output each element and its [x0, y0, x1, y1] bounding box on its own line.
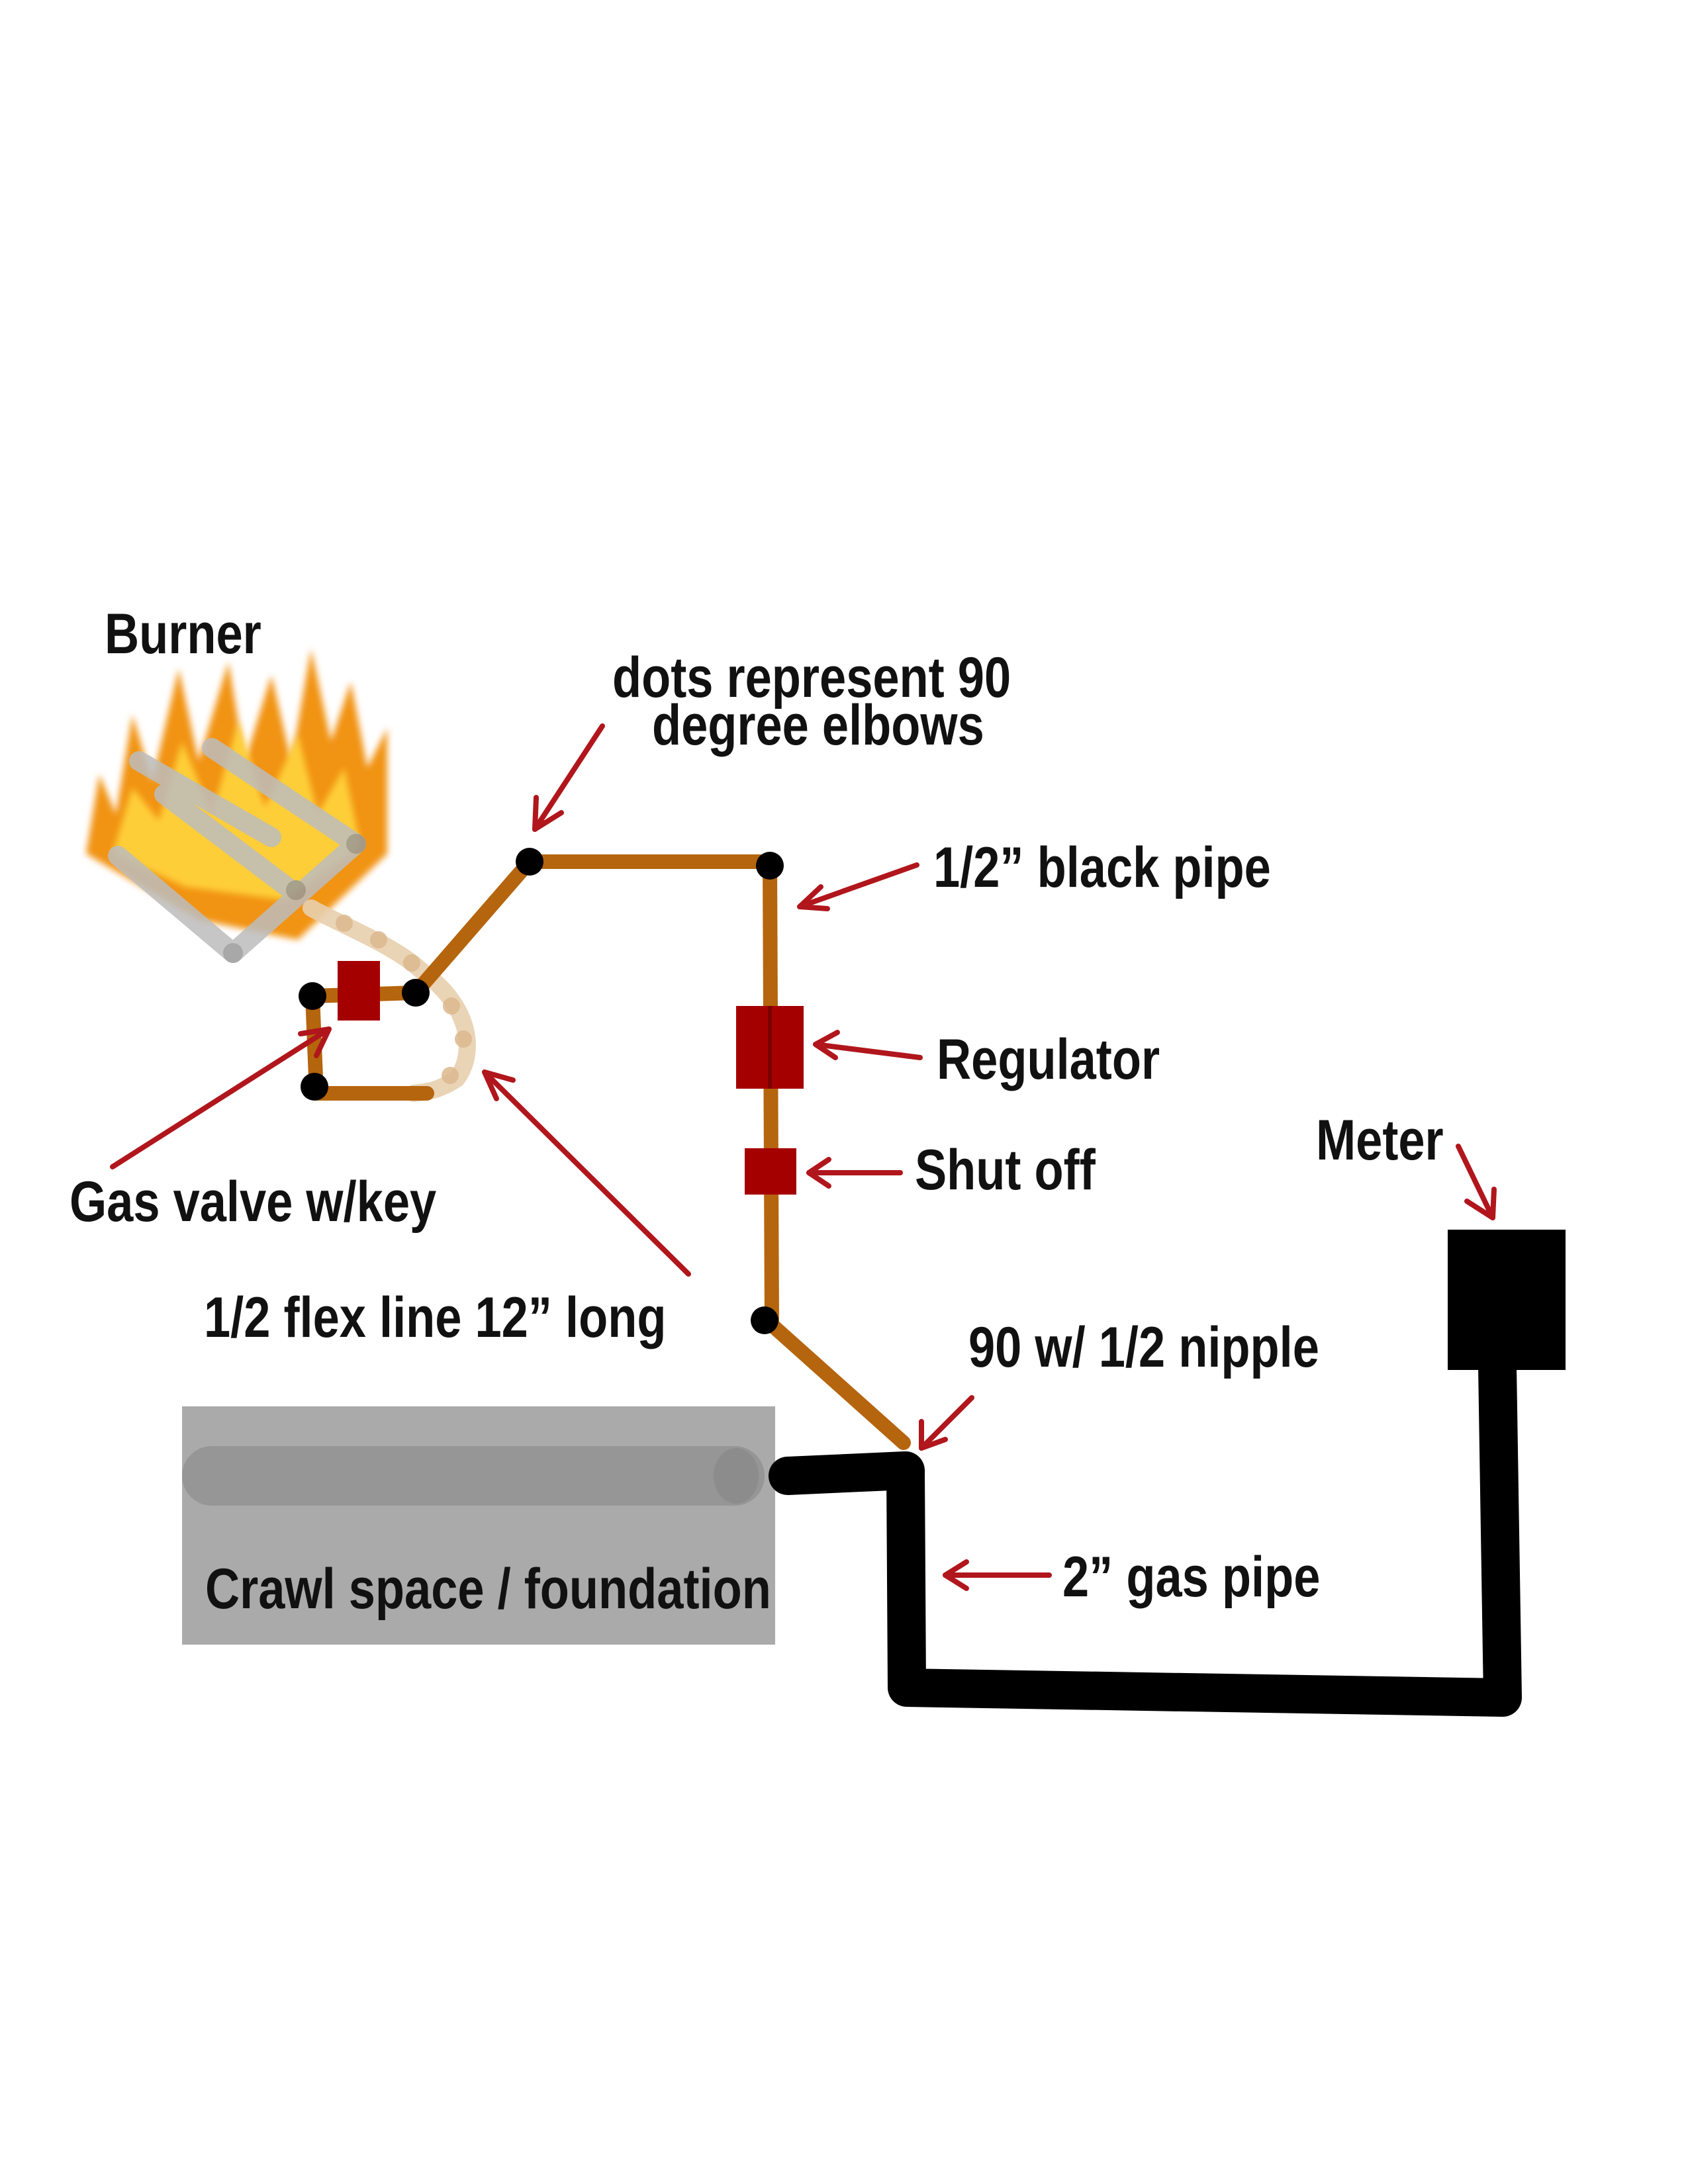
elbows-label-line1: dots represent 90 [612, 645, 1011, 709]
burner-joint [286, 880, 306, 900]
burner-bars [108, 738, 366, 963]
flex-line-label: 1/2 flex line 12” long [204, 1285, 666, 1349]
arrow-black-pipe [797, 862, 919, 911]
burner-bar [202, 738, 366, 854]
arrow-elbows [532, 723, 605, 832]
flame-icon [86, 649, 387, 940]
crawl-space-label: Crawl space / foundation [205, 1557, 771, 1620]
nipple-label: 90 w/ 1/2 nipple [968, 1315, 1319, 1379]
flex-bead [370, 931, 387, 948]
burner-joint [223, 943, 243, 963]
black-pipe-label: 1/2” black pipe [933, 835, 1271, 899]
meter-label: Meter [1316, 1108, 1444, 1171]
flex-bead [403, 954, 420, 972]
shut-off-label: Shut off [915, 1138, 1096, 1201]
elbow-dot [756, 852, 784, 880]
elbow-dot [301, 1073, 328, 1101]
elbow-dots [299, 848, 784, 1334]
burner-label: Burner [105, 602, 261, 665]
elbow-dot [516, 848, 543, 876]
arrow-gas-valve [110, 1026, 332, 1169]
main-gas-pipe [769, 1347, 1522, 1717]
arrow-shut-off [806, 1157, 903, 1189]
arrow-flex-line [482, 1069, 691, 1277]
burner-bar [154, 784, 301, 900]
foundation-pipe-end [714, 1448, 759, 1504]
gas-valve-label: Gas valve w/key [70, 1169, 436, 1233]
elbow-dot [402, 979, 430, 1007]
annotation-arrows [110, 723, 1497, 1591]
gas-valve-icon [338, 961, 380, 1021]
burner-bar [108, 846, 243, 963]
elbows-label-line2: degree elbows [652, 693, 984, 756]
flex-line-beads [336, 915, 472, 1084]
flex-bead [443, 997, 460, 1015]
arrow-regulator [813, 1030, 923, 1060]
crawl-space-foundation: Crawl space / foundation [182, 1406, 775, 1645]
elbow-dot [299, 982, 326, 1010]
regulator-label: Regulator [937, 1027, 1160, 1091]
burner-bar [129, 751, 281, 847]
flex-bead [442, 1067, 459, 1084]
elbow-dot [751, 1306, 778, 1334]
arrow-meter [1456, 1144, 1497, 1220]
flex-bead [336, 915, 353, 932]
shut-off-icon [745, 1148, 796, 1195]
gas-pipe-label: 2” gas pipe [1062, 1545, 1320, 1608]
arrow-nipple [919, 1395, 974, 1451]
burner-joint [346, 834, 366, 854]
flex-bead [455, 1030, 472, 1048]
arrow-gas-pipe [943, 1559, 1052, 1591]
gas-meter-icon [1448, 1230, 1566, 1370]
